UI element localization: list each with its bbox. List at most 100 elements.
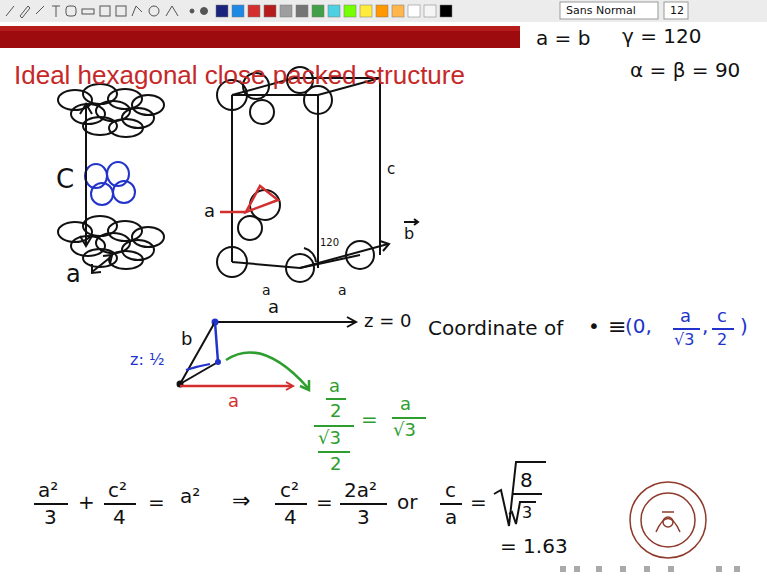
equation-term: = — [470, 492, 487, 512]
sketch-circle — [215, 359, 221, 365]
equation-term: 3 — [357, 507, 370, 527]
angle-label: 120 — [320, 238, 339, 248]
coordinate-term: , — [702, 316, 708, 336]
sketch-path — [186, 364, 210, 370]
sketch-rect — [344, 5, 356, 17]
coordinate-text: Coordinate of — [428, 318, 563, 338]
sketch-path — [440, 503, 462, 505]
sketch-path — [215, 322, 218, 362]
sketch-g — [6, 6, 208, 18]
sketch-path — [392, 417, 426, 419]
sketch-g — [85, 162, 135, 205]
fraction-term: 2 — [330, 402, 341, 420]
sketch-rect — [248, 5, 260, 17]
sketch-rect — [312, 5, 324, 17]
dimension-label: a — [338, 283, 347, 297]
sketch-path — [180, 362, 218, 384]
dimension-label: a — [66, 262, 81, 286]
sketch-path — [36, 6, 44, 14]
toolbar-font: Sans Normal — [566, 5, 636, 16]
sketch-path — [104, 503, 136, 505]
dimension-label: c — [387, 162, 395, 177]
lattice-relation: γ = 120 — [622, 26, 701, 46]
equation-term: or — [397, 492, 417, 512]
sketch-rect — [560, 566, 566, 572]
sketch-path — [380, 241, 389, 251]
sketch-rect — [644, 566, 650, 572]
equation-term: 4 — [284, 507, 297, 527]
sketch-path — [6, 6, 14, 16]
sketch-rect — [560, 2, 658, 19]
equation-term: 2a² — [344, 480, 377, 500]
sketch-path — [220, 211, 246, 214]
sketch-rect — [440, 5, 452, 17]
sketch-ellipse — [71, 104, 105, 124]
sketch-path — [509, 502, 536, 524]
dimension-label: a — [228, 392, 239, 410]
sketch-ellipse — [122, 240, 154, 260]
sketch-rect — [664, 2, 688, 19]
sketch-path — [52, 6, 60, 17]
sketch-rect — [264, 5, 276, 17]
equation-term: 8 — [520, 470, 533, 490]
sketch-circle — [630, 482, 706, 558]
sketch-rect — [620, 566, 626, 572]
equation-term: 3 — [44, 507, 57, 527]
dimension-label: a — [262, 283, 271, 297]
equation-term: ⇒ — [232, 490, 250, 512]
fraction-term: √3 — [318, 429, 341, 447]
sketch-path — [275, 503, 307, 505]
equation-term: + — [78, 492, 95, 512]
sketch-path — [286, 382, 293, 390]
sketch-ellipse — [71, 236, 105, 256]
sketch-rect — [280, 5, 292, 17]
sketch-rect — [376, 5, 388, 17]
sketch-path — [132, 6, 142, 16]
sketch-g — [630, 482, 706, 558]
fraction-term: a — [329, 377, 340, 395]
sketch-path — [85, 106, 87, 244]
sketch-path — [340, 503, 387, 505]
sketch-ellipse — [109, 251, 143, 269]
toolbar-size: 12 — [670, 5, 684, 16]
sketch-rect — [66, 6, 76, 16]
sketch-g — [34, 462, 546, 526]
sketch-path — [317, 95, 319, 268]
sketch-path — [314, 425, 354, 427]
equation-term: 3 — [522, 505, 532, 521]
atom-dot: • — [588, 316, 600, 336]
sketch-path — [414, 219, 418, 225]
vector-label: b — [404, 226, 414, 242]
equation-term: a — [445, 507, 457, 527]
sketch-rect — [574, 566, 580, 572]
coordinate-term: ) — [740, 316, 748, 336]
sketch-rect — [408, 5, 420, 17]
sketch-path — [304, 248, 316, 262]
sketch-rect — [360, 5, 372, 17]
sketch-rect — [100, 6, 110, 16]
sketch-ellipse — [132, 227, 164, 247]
sketch-path — [226, 352, 308, 388]
equivalence-sign: ≡ — [608, 316, 626, 338]
sketch-circle — [238, 216, 262, 240]
sketch-rect — [716, 566, 722, 572]
layer-label: z = 0 — [364, 312, 411, 330]
sketch-circle — [217, 247, 247, 277]
lattice-relation: α = β = 90 — [630, 60, 740, 80]
sketch-path — [80, 236, 92, 246]
sketch-circle — [641, 493, 695, 547]
equation-term: c — [445, 480, 456, 500]
sketch-rect — [0, 0, 767, 22]
fraction-term: √3 — [393, 421, 416, 439]
coordinate-term: a — [680, 307, 691, 325]
sketch-path — [80, 104, 92, 114]
sketch-path — [103, 255, 112, 264]
equation-term: a² — [180, 486, 200, 506]
lattice-relation: a = b — [536, 28, 590, 48]
sketch-g — [560, 566, 740, 572]
sketch-path — [379, 78, 381, 255]
equation-term: = — [316, 492, 333, 512]
sketch-path — [92, 256, 112, 272]
dimension-label: C — [56, 166, 74, 192]
result-value: = 1.63 — [500, 536, 568, 556]
